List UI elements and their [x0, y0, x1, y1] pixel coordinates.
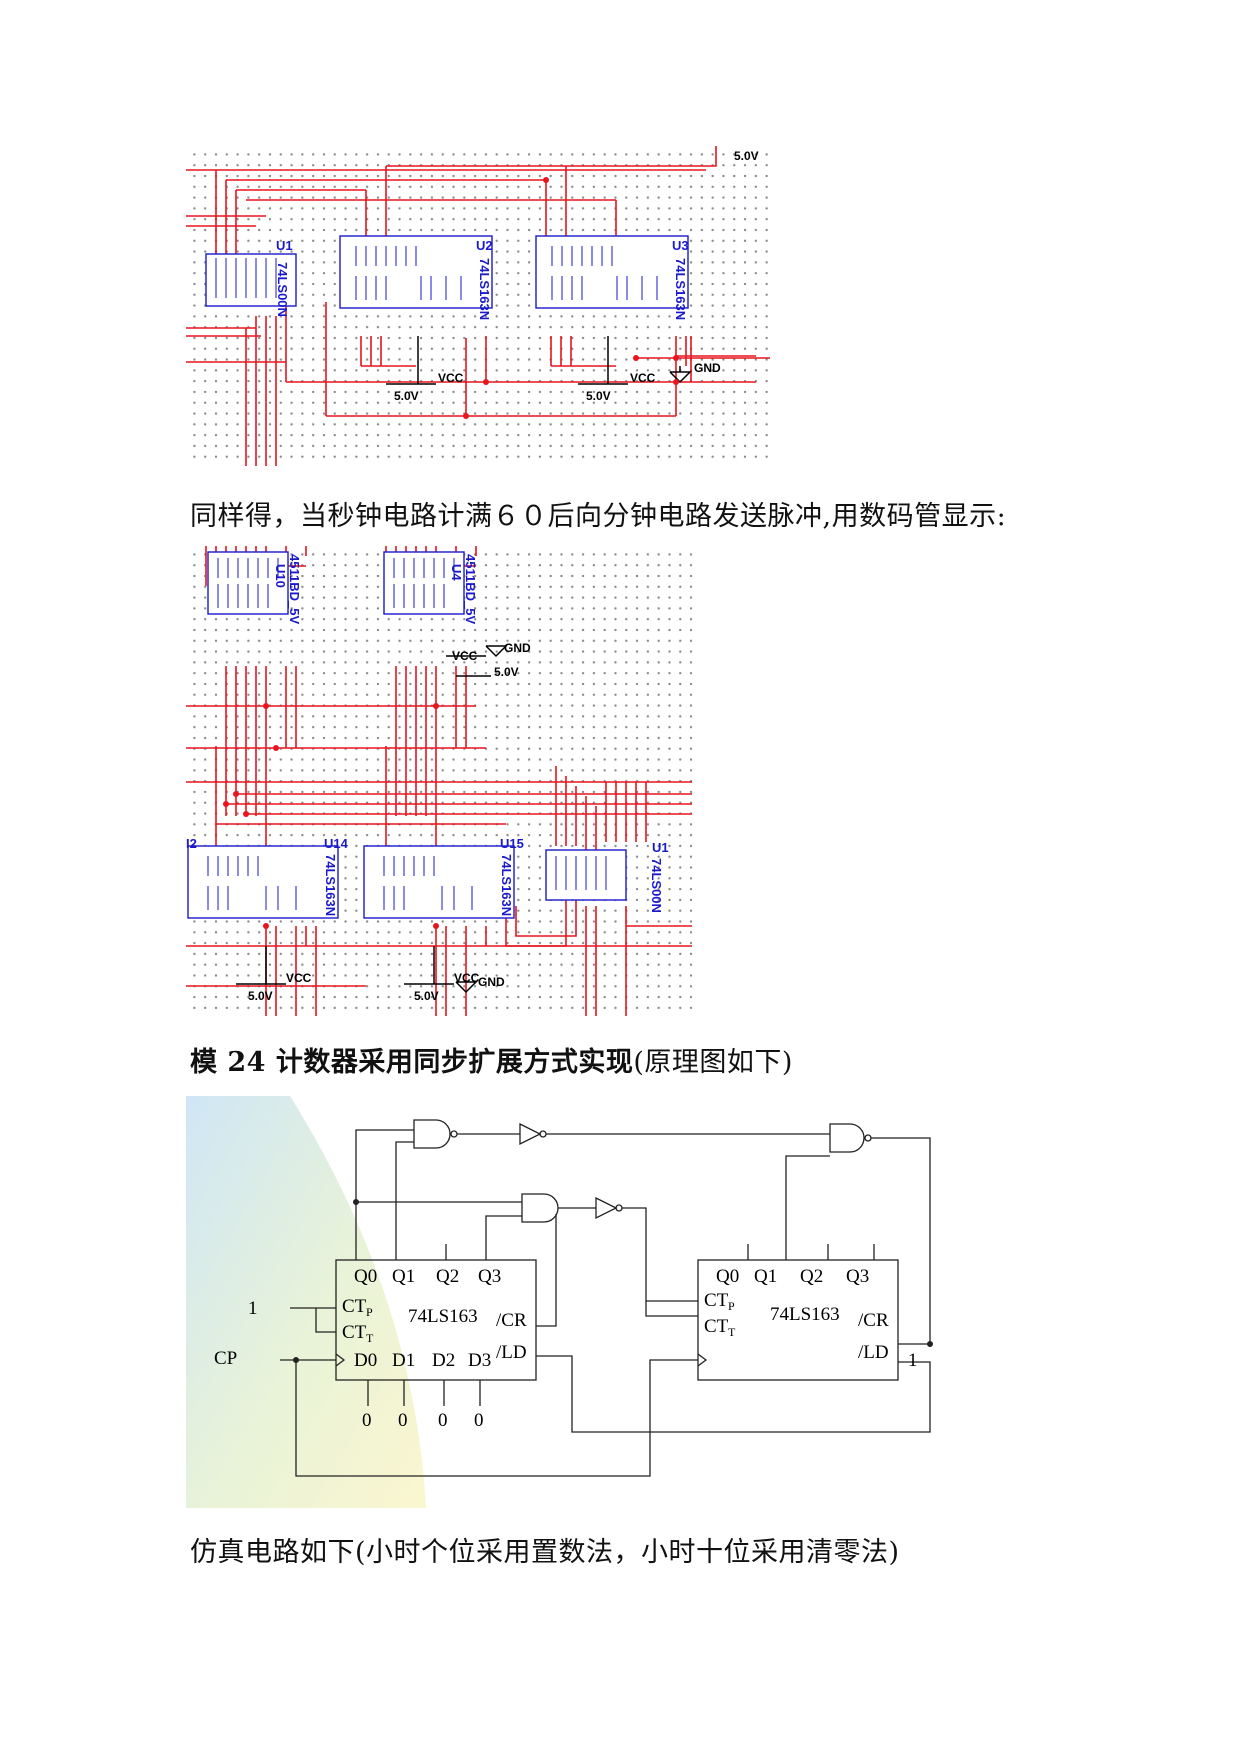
d2-zero: 0 — [438, 1410, 448, 1431]
chip-part-u15: 74LS163N — [499, 854, 514, 916]
chip-ref-u10: U10 — [273, 564, 288, 588]
ld-one-label: 1 — [908, 1350, 918, 1371]
left-d2: D2 — [432, 1350, 455, 1371]
vcc-label-3: VCC — [454, 971, 480, 985]
circuit-figure-seconds-counter: U1 74LS00N U2 74LS163N U3 74LS163N 5.0V … — [186, 146, 770, 466]
left-d1: D1 — [392, 1350, 415, 1371]
chip-ref-u15: U15 — [500, 836, 524, 851]
chip-part-u3: 74LS163N — [673, 258, 688, 320]
schematic-wires: Q0 Q1 Q2 Q3 CT P CT T 74LS163 /CR /LD D0… — [186, 1096, 933, 1508]
right-q2: Q2 — [800, 1266, 823, 1287]
chip-ref-u3: U3 — [672, 238, 689, 253]
right-q0: Q0 — [716, 1266, 739, 1287]
chip-ref-u4: U4 — [449, 564, 464, 581]
vcc-label-2: VCC — [286, 971, 312, 985]
paragraph-2-text: 仿真电路如下(小时个位采用置数法，小时十位采用清零法) — [190, 1537, 900, 1568]
chip-ref-u1: U1 — [276, 238, 293, 253]
heading-mod24-counter: 模 24 计数器采用同步扩展方式实现(原理图如下) — [190, 1040, 793, 1079]
vcc-label-1: VCC — [438, 371, 464, 385]
gnd-label: GND — [694, 361, 721, 375]
supply-5v-2: 5.0V — [586, 389, 611, 403]
chip-part-u14: 74LS163N — [323, 854, 338, 916]
right-ctp: CT — [704, 1290, 729, 1311]
chip-part-u4: 4511BD_5V — [463, 554, 478, 624]
right-q1: Q1 — [754, 1266, 777, 1287]
left-ctp: CT — [342, 1296, 367, 1317]
heading-normal-text: (原理图如下) — [633, 1047, 793, 1078]
left-chip-name: 74LS163 — [408, 1306, 478, 1327]
circuit-figure-1-wires: U1 74LS00N U2 74LS163N U3 74LS163N 5.0V … — [186, 146, 770, 466]
left-q3: Q3 — [478, 1266, 501, 1287]
supply-5v-top: 5.0V — [734, 149, 759, 163]
left-d3: D3 — [468, 1350, 491, 1371]
gnd-label-2: GND — [478, 975, 505, 989]
chip-part-u10: 4511BD_5V — [287, 554, 302, 624]
supply-5v-1: 5.0V — [494, 665, 519, 679]
right-ctt-sub: T — [728, 1325, 736, 1339]
right-ctt: CT — [704, 1316, 729, 1337]
chip-part-u1-b: 74LS00N — [649, 858, 664, 913]
supply-5v-2: 5.0V — [248, 989, 273, 1003]
left-d0: D0 — [354, 1350, 377, 1371]
clock-label: CP — [214, 1348, 237, 1369]
circuit-figure-minutes-display: U10 4511BD_5V U4 4511BD_5V U14 74LS163N … — [186, 546, 692, 1016]
left-ctt: CT — [342, 1322, 367, 1343]
paragraph-seconds-to-minutes: 同样得，当秒钟电路计满６０后向分钟电路发送脉冲,用数码管显示: — [190, 494, 1006, 533]
input-one-label: 1 — [248, 1298, 258, 1319]
right-cr: /CR — [858, 1310, 889, 1331]
schematic-mod24-counter: Q0 Q1 Q2 Q3 CT P CT T 74LS163 /CR /LD D0… — [186, 1096, 950, 1508]
circuit-figure-2-wires: U10 4511BD_5V U4 4511BD_5V U14 74LS163N … — [186, 546, 692, 1016]
paragraph-simulation: 仿真电路如下(小时个位采用置数法，小时十位采用清零法) — [190, 1530, 900, 1569]
right-q3: Q3 — [846, 1266, 869, 1287]
vcc-label-2: VCC — [630, 371, 656, 385]
left-ctt-sub: T — [366, 1331, 374, 1345]
left-ctp-sub: P — [366, 1305, 373, 1319]
heading-bold-text: 模 24 计数器采用同步扩展方式实现 — [190, 1047, 634, 1078]
left-q2: Q2 — [436, 1266, 459, 1287]
right-ctp-sub: P — [728, 1299, 735, 1313]
chip-ref-u14: U14 — [324, 836, 349, 851]
right-ld: /LD — [858, 1342, 889, 1363]
chip-part-u2: 74LS163N — [477, 258, 492, 320]
right-chip-name: 74LS163 — [770, 1304, 840, 1325]
left-q1: Q1 — [392, 1266, 415, 1287]
chip-part-74ls00n: 74LS00N — [275, 262, 290, 317]
gnd-label-1: GND — [504, 641, 531, 655]
paragraph-1-text: 同样得，当秒钟电路计满６０后向分钟电路发送脉冲,用数码管显示: — [190, 501, 1007, 532]
d1-zero: 0 — [398, 1410, 408, 1431]
left-cr: /CR — [496, 1310, 527, 1331]
supply-5v-3: 5.0V — [414, 989, 439, 1003]
chip-ref-u1-b: U1 — [652, 840, 669, 855]
left-q0: Q0 — [354, 1266, 377, 1287]
d3-zero: 0 — [474, 1410, 484, 1431]
d0-zero: 0 — [362, 1410, 372, 1431]
left-ld: /LD — [496, 1342, 527, 1363]
chip-ref-u2: U2 — [476, 238, 493, 253]
vcc-label-1: VCC — [452, 649, 478, 663]
chip-ref-partial: I2 — [186, 836, 197, 851]
supply-5v-1: 5.0V — [394, 389, 419, 403]
